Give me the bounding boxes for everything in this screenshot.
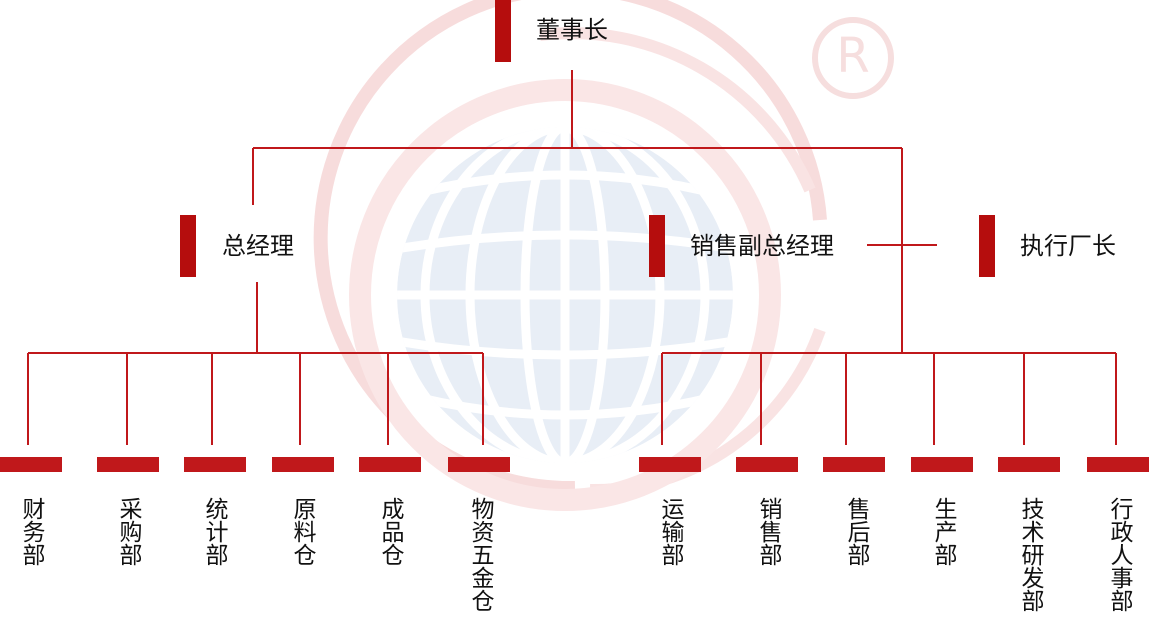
- ring-arc-top: [539, 27, 816, 193]
- department-marker: [998, 457, 1060, 472]
- sales-vp-label: 销售副总经理: [690, 232, 834, 260]
- department-marker: [448, 457, 510, 472]
- department-raw-material-warehouse: 原料仓: [289, 497, 315, 566]
- department-marker: [1087, 457, 1149, 472]
- department-production: 生产部: [930, 497, 956, 566]
- department-finance: 财务部: [18, 497, 44, 566]
- department-after-sales: 售后部: [843, 497, 869, 566]
- globe-icon: [397, 127, 733, 463]
- registered-trademark-icon: [812, 17, 894, 99]
- department-rnd: 技术研发部: [1017, 497, 1043, 612]
- chairman-marker: [495, 0, 511, 62]
- department-marker: [639, 457, 701, 472]
- department-marker: [184, 457, 246, 472]
- department-sales: 销售部: [755, 497, 781, 566]
- department-transport: 运输部: [657, 497, 683, 566]
- department-marker: [359, 457, 421, 472]
- general-manager-marker: [180, 215, 196, 277]
- ring-inner: [349, 79, 781, 511]
- executive-plant-manager-marker: [979, 215, 995, 277]
- chairman-label: 董事长: [536, 16, 608, 44]
- department-marker: [97, 457, 159, 472]
- registered-mark-letter: R: [836, 28, 870, 84]
- department-marker: [911, 457, 973, 472]
- department-marker: [736, 457, 798, 472]
- department-marker: [272, 457, 334, 472]
- executive-plant-manager-label: 执行厂长: [1020, 232, 1116, 260]
- sales-vp-marker: [649, 215, 665, 277]
- department-marker: [823, 457, 885, 472]
- general-manager-label: 总经理: [222, 232, 294, 260]
- department-marker: [0, 457, 62, 472]
- department-purchasing: 采购部: [115, 497, 141, 566]
- department-supplies-hardware-warehouse: 物资五金仓: [467, 497, 493, 612]
- department-statistics: 统计部: [201, 497, 227, 566]
- department-admin-hr: 行政人事部: [1106, 497, 1132, 612]
- department-finished-goods-warehouse: 成品仓: [377, 497, 403, 566]
